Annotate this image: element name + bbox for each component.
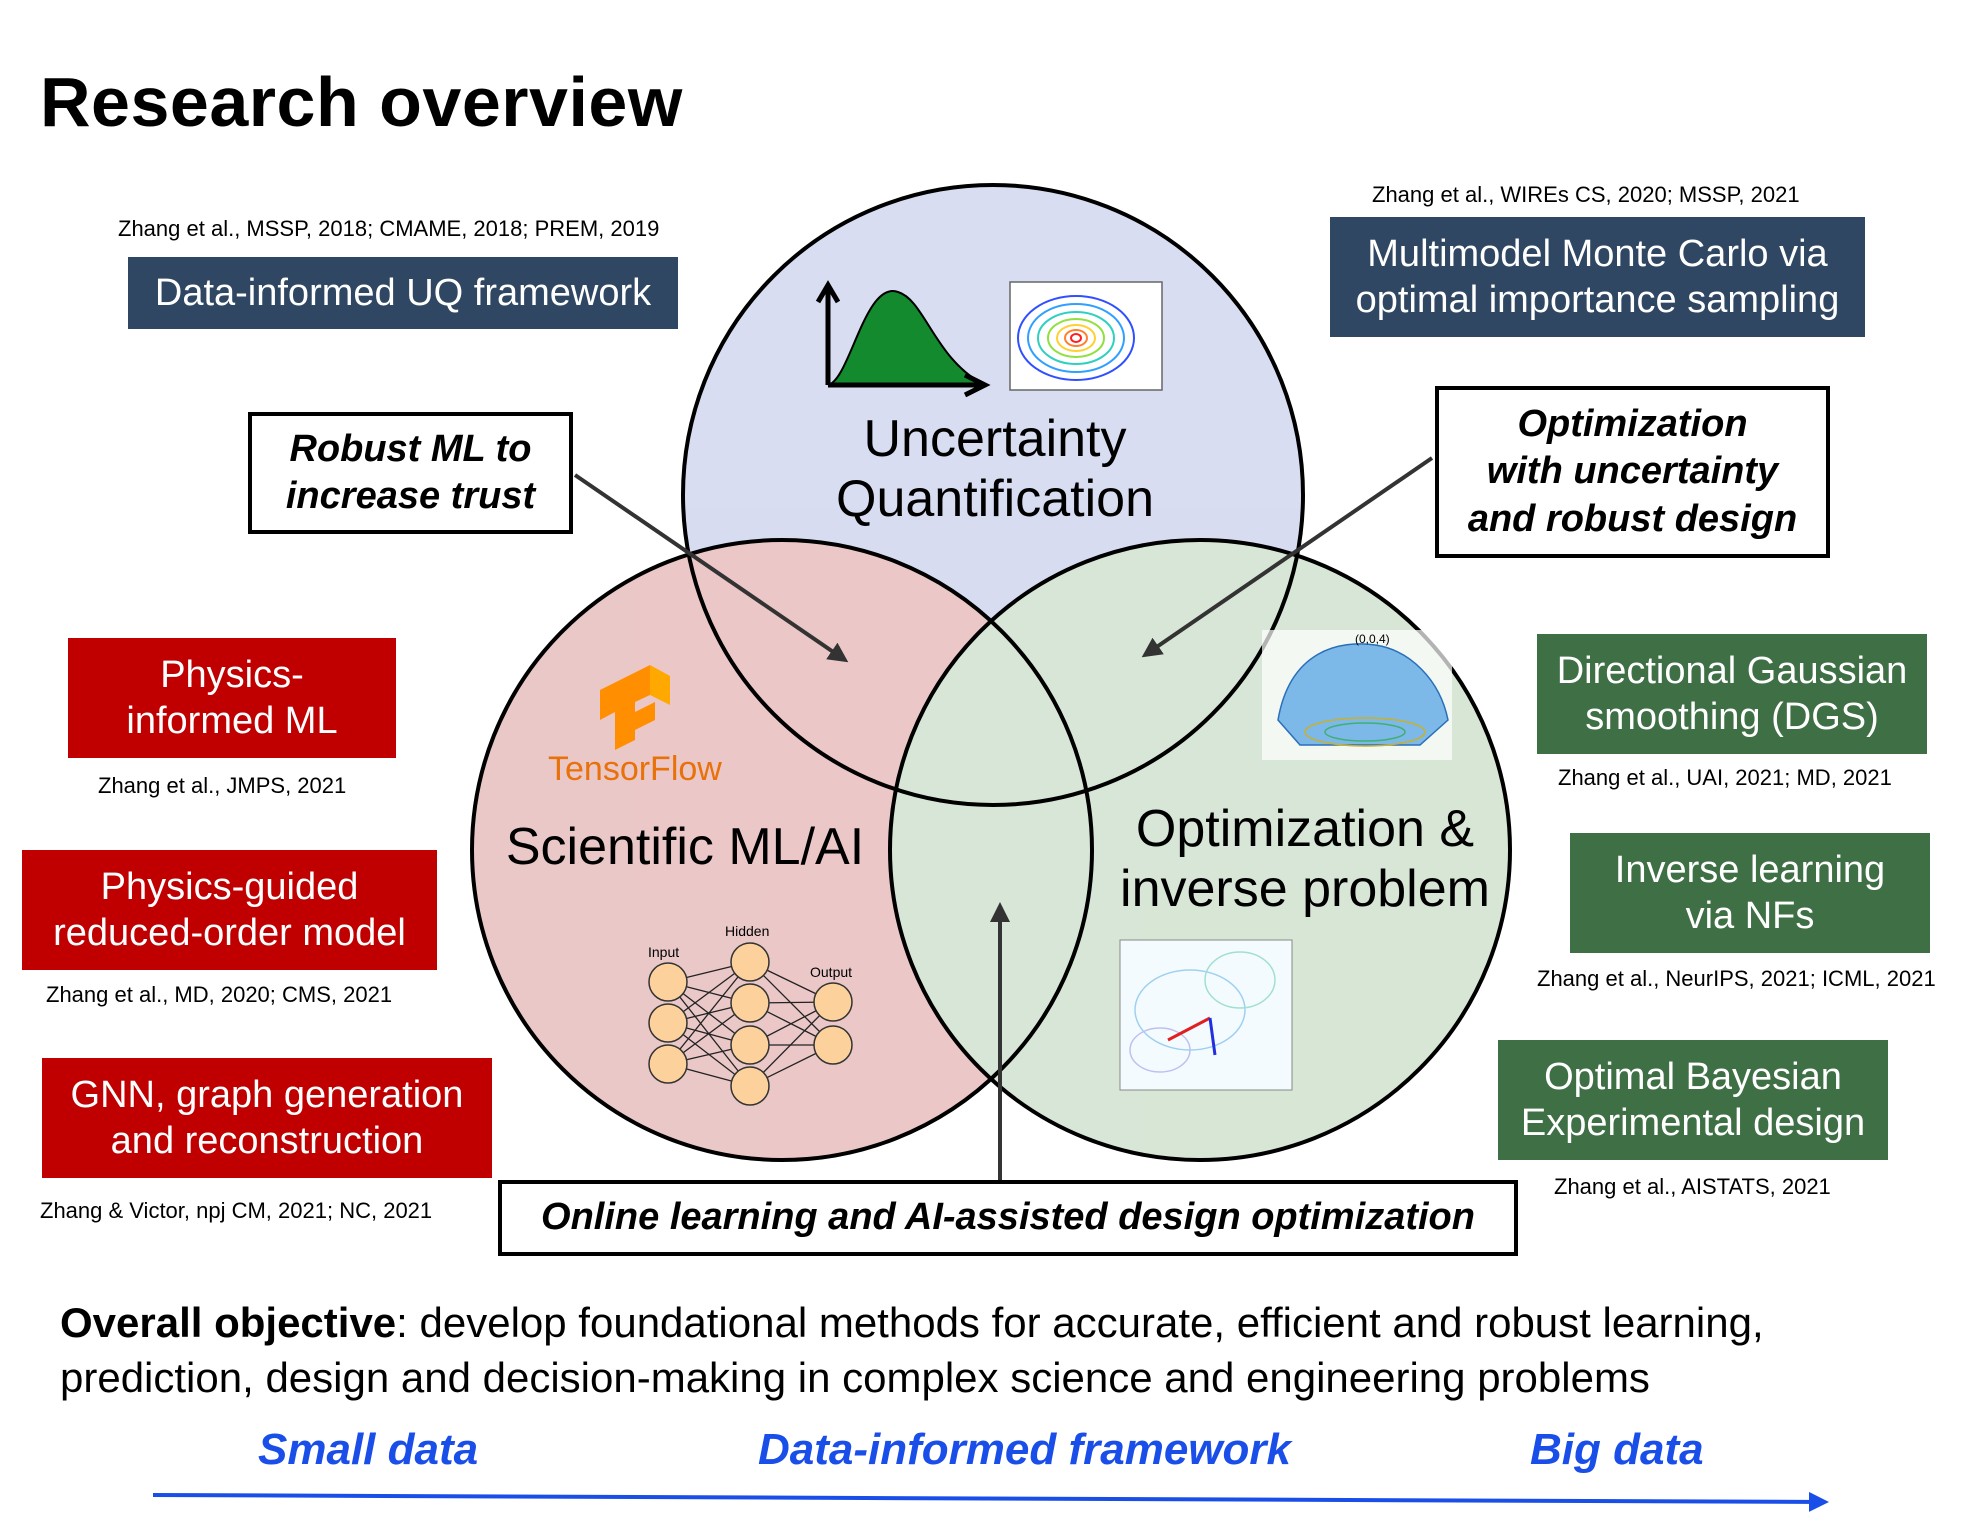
data-uq-box: Data-informed UQ framework (128, 257, 678, 329)
inverse-nf-box: Inverse learning via NFs (1570, 833, 1930, 953)
nn-node (648, 962, 688, 1002)
page-title: Research overview (40, 63, 683, 141)
nn-output-label: Output (810, 964, 852, 980)
nn-node (813, 982, 853, 1022)
ref-data-uq: Zhang et al., MSSP, 2018; CMAME, 2018; P… (118, 216, 660, 241)
dgs-box: Directional Gaussian smoothing (DGS) (1537, 634, 1927, 754)
uq-label: Uncertainty Quantification (836, 410, 1154, 528)
ref-inverse-nf: Zhang et al., NeurIPS, 2021; ICML, 2021 (1537, 966, 1936, 991)
scale-small-data: Small data (258, 1425, 479, 1474)
gnn-box: GNN, graph generation and reconstruction (42, 1058, 492, 1178)
nn-node (648, 1003, 688, 1043)
nn-input-label: Input (648, 944, 679, 960)
overall-objective: Overall objective: develop foundational … (60, 1295, 1940, 1406)
scale-data-informed: Data-informed framework (758, 1425, 1292, 1474)
ref-gnn: Zhang & Victor, npj CM, 2021; NC, 2021 (40, 1198, 433, 1223)
ref-multimodel: Zhang et al., WIREs CS, 2020; MSSP, 2021 (1372, 182, 1800, 207)
ml-label: Scientific ML/AI (505, 818, 865, 876)
scale-big-data: Big data (1530, 1425, 1704, 1474)
pdf-plot-icon (815, 280, 991, 398)
contour-plot-icon (1009, 281, 1163, 391)
physics-ml-box: Physics- informed ML (68, 638, 396, 758)
tensorflow-label: TensorFlow (548, 750, 722, 788)
nn-node (730, 983, 770, 1023)
multimodel-box: Multimodel Monte Carlo via optimal impor… (1330, 217, 1865, 337)
inverse-contour-icon (1119, 939, 1293, 1091)
scale-arrow (152, 1491, 1829, 1512)
online-learning-callout: Online learning and AI-assisted design o… (498, 1180, 1518, 1256)
objective-text: : develop foundational methods for accur… (60, 1299, 1764, 1402)
opt-label: Optimization & inverse problem (1120, 800, 1490, 918)
nn-node (730, 1066, 770, 1106)
tensorflow-logo: TensorFlow (548, 665, 722, 788)
bayesian-box: Optimal Bayesian Experimental design (1498, 1040, 1888, 1160)
nn-node (730, 942, 770, 982)
arrow-robust-ml (573, 473, 849, 663)
ref-bayesian: Zhang et al., AISTATS, 2021 (1554, 1174, 1831, 1199)
ref-dgs: Zhang et al., UAI, 2021; MD, 2021 (1558, 765, 1892, 790)
nn-node (813, 1025, 853, 1065)
surface-label: (0,0,4) (1355, 632, 1390, 646)
arrow-optimization-uncertainty (1141, 456, 1434, 658)
nn-node (730, 1025, 770, 1065)
objective-heading: Overall objective (60, 1299, 397, 1346)
ref-physics-ml: Zhang et al., JMPS, 2021 (98, 773, 347, 798)
optimization-uncertainty-callout: Optimization with uncertainty and robust… (1435, 386, 1830, 558)
robust-ml-callout: Robust ML to increase trust (248, 412, 573, 534)
surface-plot-icon: (0,0,4) (1262, 630, 1452, 760)
ref-physics-rom: Zhang et al., MD, 2020; CMS, 2021 (46, 982, 393, 1007)
nn-node (648, 1044, 688, 1084)
nn-hidden-label: Hidden (725, 923, 769, 939)
physics-rom-box: Physics-guided reduced-order model (22, 850, 437, 970)
